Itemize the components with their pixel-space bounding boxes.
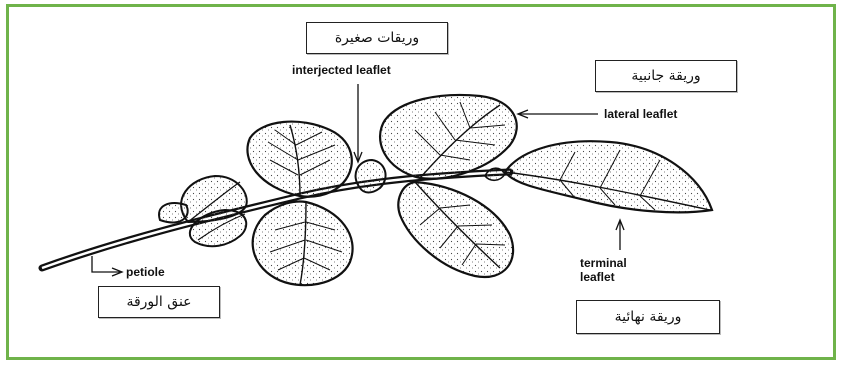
- lateral-arabic-label: وريقة جانبية: [595, 60, 737, 92]
- terminal-english-label-line2: leaflet: [580, 270, 615, 284]
- interjected-leaflet: [356, 160, 386, 193]
- small-leaflet-far-left: [159, 203, 188, 222]
- terminal-leaflet: [505, 141, 712, 212]
- lateral-leaflet-lower-right: [398, 182, 513, 277]
- petiole-arabic-label: عنق الورقة: [98, 286, 220, 318]
- terminal-english-label-line1: terminal: [580, 256, 627, 270]
- lateral-leaflet-lower-left: [253, 202, 353, 286]
- lateral-leaflet-upper-left: [247, 122, 351, 197]
- interjected-arabic-label: وريقات صغيرة: [306, 22, 448, 54]
- interjected-english-label: interjected leaflet: [292, 63, 391, 77]
- lateral-english-label: lateral leaflet: [604, 107, 677, 121]
- lateral-leaflet-upper-right: [380, 95, 517, 179]
- terminal-arabic-label: وريقة نهائية: [576, 300, 720, 334]
- petiole-english-label: petiole: [126, 265, 165, 279]
